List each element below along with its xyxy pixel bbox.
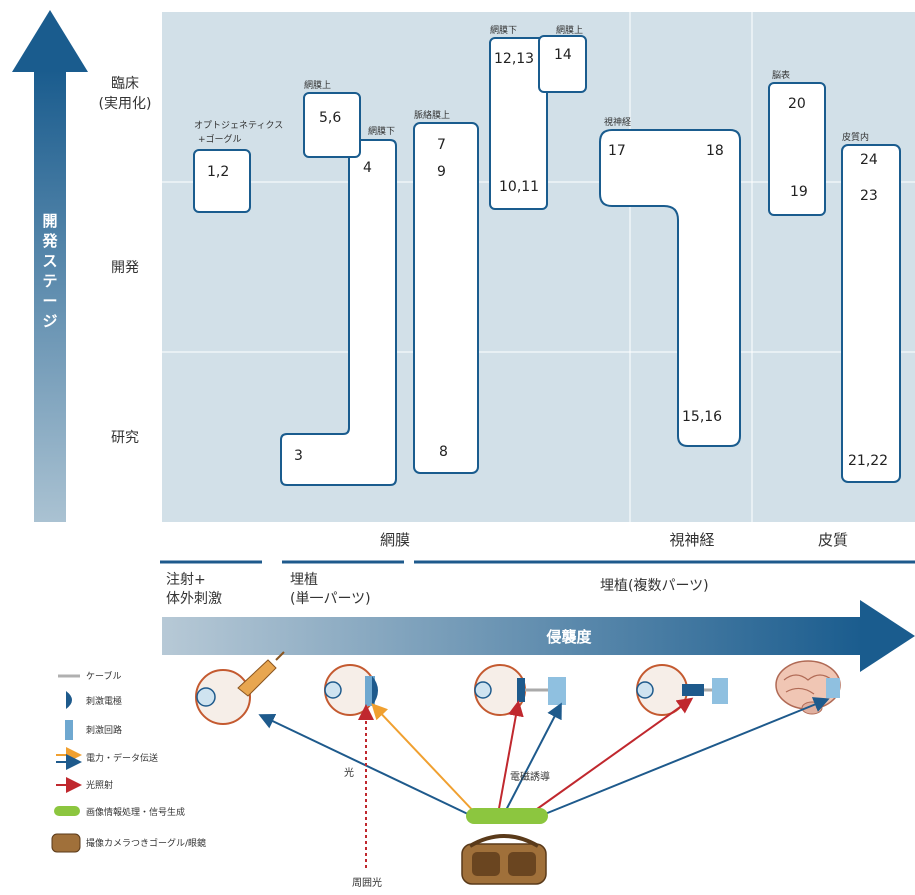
ref-number: 15,16 (682, 409, 722, 425)
laser-arrow-optic (529, 697, 694, 815)
label-epiretinal: 網膜上 (304, 79, 331, 91)
brain-icon (775, 660, 841, 715)
stage-label-development: 開発 (111, 260, 139, 276)
annotation-ambient-light: 周囲光 (352, 876, 382, 889)
box-cortical-surface (768, 82, 826, 216)
ref-number: 21,22 (848, 453, 888, 469)
eye-single-implant-icon (324, 664, 378, 716)
box-optogenetics (193, 149, 251, 213)
ref-number: 23 (860, 188, 878, 204)
power-arrow-multi (503, 702, 562, 815)
ref-number: 20 (788, 96, 806, 112)
region-cortex: 皮質 (818, 531, 848, 549)
legend-goggles-swatch (51, 833, 81, 853)
box-suprachoroidal (413, 122, 479, 474)
box-epiretinal (303, 92, 361, 158)
ref-number: 17 (608, 143, 626, 159)
stage-arrow-title: 開 発 ス テ ー ジ (41, 212, 58, 330)
category-injection: 注射+ (166, 572, 206, 588)
image-processor (466, 808, 548, 824)
ref-number: 8 (439, 444, 448, 460)
label-cortical-surface: 脳表 (772, 69, 790, 81)
box-subretinal (280, 139, 397, 486)
label-epiretinal-2: 網膜上 (556, 24, 583, 36)
label-optic-nerve: 視神経 (604, 116, 631, 128)
legend-power: 電力・データ伝送 (86, 752, 158, 764)
legend-cable: ケーブル (86, 670, 121, 682)
label-intracortical: 皮質内 (842, 131, 869, 143)
power-arrow-brain (539, 697, 830, 817)
eye-optic-nerve-icon (636, 664, 728, 716)
ref-number: 19 (790, 184, 808, 200)
laser-arrow-multi (497, 700, 524, 815)
ref-number: 10,11 (499, 179, 539, 195)
ref-number: 7 (437, 137, 446, 153)
category-implant: 埋植 (290, 572, 318, 588)
eye-multi-implant-icon (474, 664, 566, 716)
label-subretinal: 網膜下 (368, 125, 395, 137)
stage-arrow (12, 10, 88, 522)
svg-text:テ: テ (42, 272, 57, 290)
category-single-part: (単一パーツ) (290, 591, 371, 607)
category-implant-multi: 埋植(複数パーツ) (600, 577, 709, 594)
legend-electrode-swatch (66, 691, 72, 709)
annotation-light: 光 (344, 766, 354, 779)
legend-electrode: 刺激電極 (86, 695, 122, 707)
svg-text:侵襲度: 侵襲度 (545, 628, 592, 646)
box-intracortical (841, 144, 901, 483)
label-optogenetics: オプトジェネティクス (194, 120, 283, 131)
ref-number: 3 (294, 448, 303, 464)
ref-number: 12,13 (494, 51, 534, 67)
legend-light: 光照射 (86, 779, 113, 791)
ref-number: 1,2 (207, 164, 229, 180)
svg-text:ー: ー (42, 292, 57, 310)
stage-label-clinical: 臨床 (111, 76, 139, 92)
legend-circuit-swatch (65, 720, 73, 740)
category-external-stim: 体外刺激 (166, 590, 222, 607)
power-arrow-single (371, 703, 479, 817)
region-retina: 網膜 (380, 531, 410, 549)
svg-text:ス: ス (42, 252, 57, 270)
box-subretinal-2 (489, 37, 548, 210)
eye-injection-icon (195, 651, 285, 725)
box-epiretinal-2 (538, 35, 587, 93)
stage-label-research: 研究 (111, 430, 139, 446)
label-subretinal-2: 網膜下 (490, 24, 517, 36)
legend-goggles: 撮像カメラつきゴーグル/眼鏡 (86, 837, 206, 849)
region-optic-nerve: 視神経 (669, 531, 714, 549)
svg-text:開: 開 (42, 212, 57, 230)
ref-number: 14 (554, 47, 572, 63)
ref-number: 18 (706, 143, 724, 159)
ref-number: 24 (860, 152, 878, 168)
ref-number: 5,6 (319, 110, 341, 126)
label-optogenetics-goggles: +ゴーグル (198, 133, 242, 145)
legend-processor-swatch (54, 806, 80, 816)
invasiveness-arrow: 侵襲度 (162, 600, 915, 672)
ref-number: 4 (363, 160, 372, 176)
legend: ケーブル 刺激電極 刺激回路 電力・データ伝送 光照射 画像情報処理・信号生成 … (51, 670, 206, 853)
annotation-em-induction: 電磁誘導 (510, 770, 550, 783)
svg-text:ジ: ジ (42, 312, 57, 330)
goggles-icon (461, 834, 547, 885)
label-suprachoroidal: 脈絡膜上 (414, 109, 450, 121)
svg-text:発: 発 (41, 232, 58, 250)
box-optic-nerve (599, 129, 741, 447)
ref-number: 9 (437, 164, 446, 180)
legend-processor: 画像情報処理・信号生成 (86, 806, 185, 818)
legend-circuit: 刺激回路 (86, 724, 122, 736)
stage-label-practical: (実用化) (99, 96, 152, 112)
